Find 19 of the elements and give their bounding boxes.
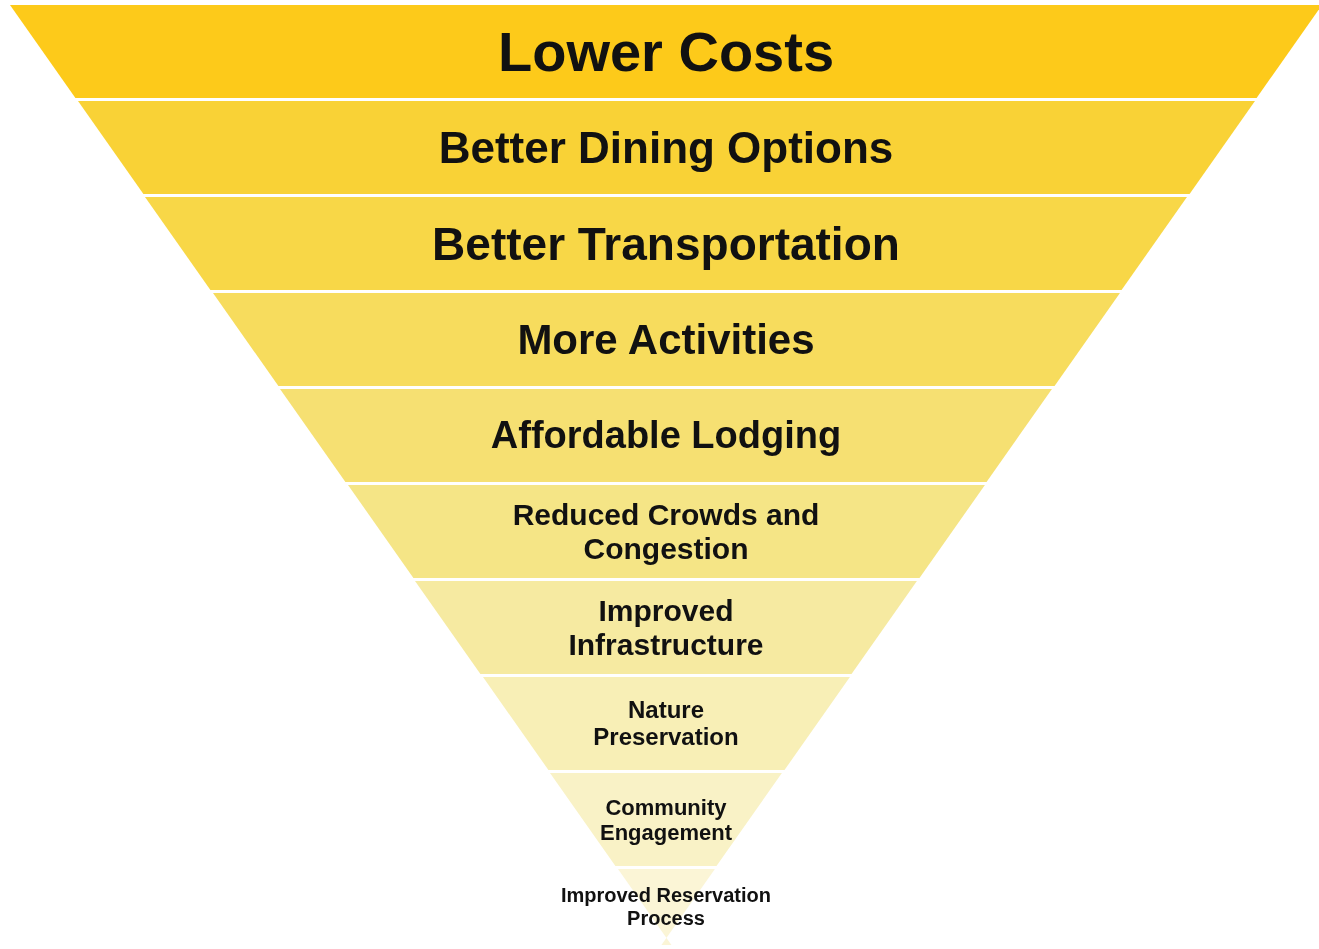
band-label: Community Engagement (598, 794, 733, 845)
band-label: Better Dining Options (437, 122, 895, 173)
funnel-band (280, 389, 1052, 482)
funnel-band (10, 5, 1319, 98)
funnel-band (145, 197, 1187, 290)
funnel-band (347, 485, 985, 578)
funnel-band (212, 293, 1120, 386)
band-label: Nature Preservation (592, 695, 740, 752)
band-label: Lower Costs (496, 19, 836, 84)
band-label: More Activities (516, 315, 816, 364)
funnel-band (77, 101, 1255, 194)
funnel-band (550, 773, 782, 866)
band-label: Improved Reservation Process (559, 884, 772, 930)
funnel-band (482, 677, 850, 770)
band-label: Improved Infrastructure (567, 593, 765, 662)
band-label: Better Transportation (431, 217, 901, 270)
band-label: Affordable Lodging (489, 413, 843, 458)
band-label: Reduced Crowds and Congestion (511, 497, 821, 566)
funnel-band (415, 581, 917, 674)
